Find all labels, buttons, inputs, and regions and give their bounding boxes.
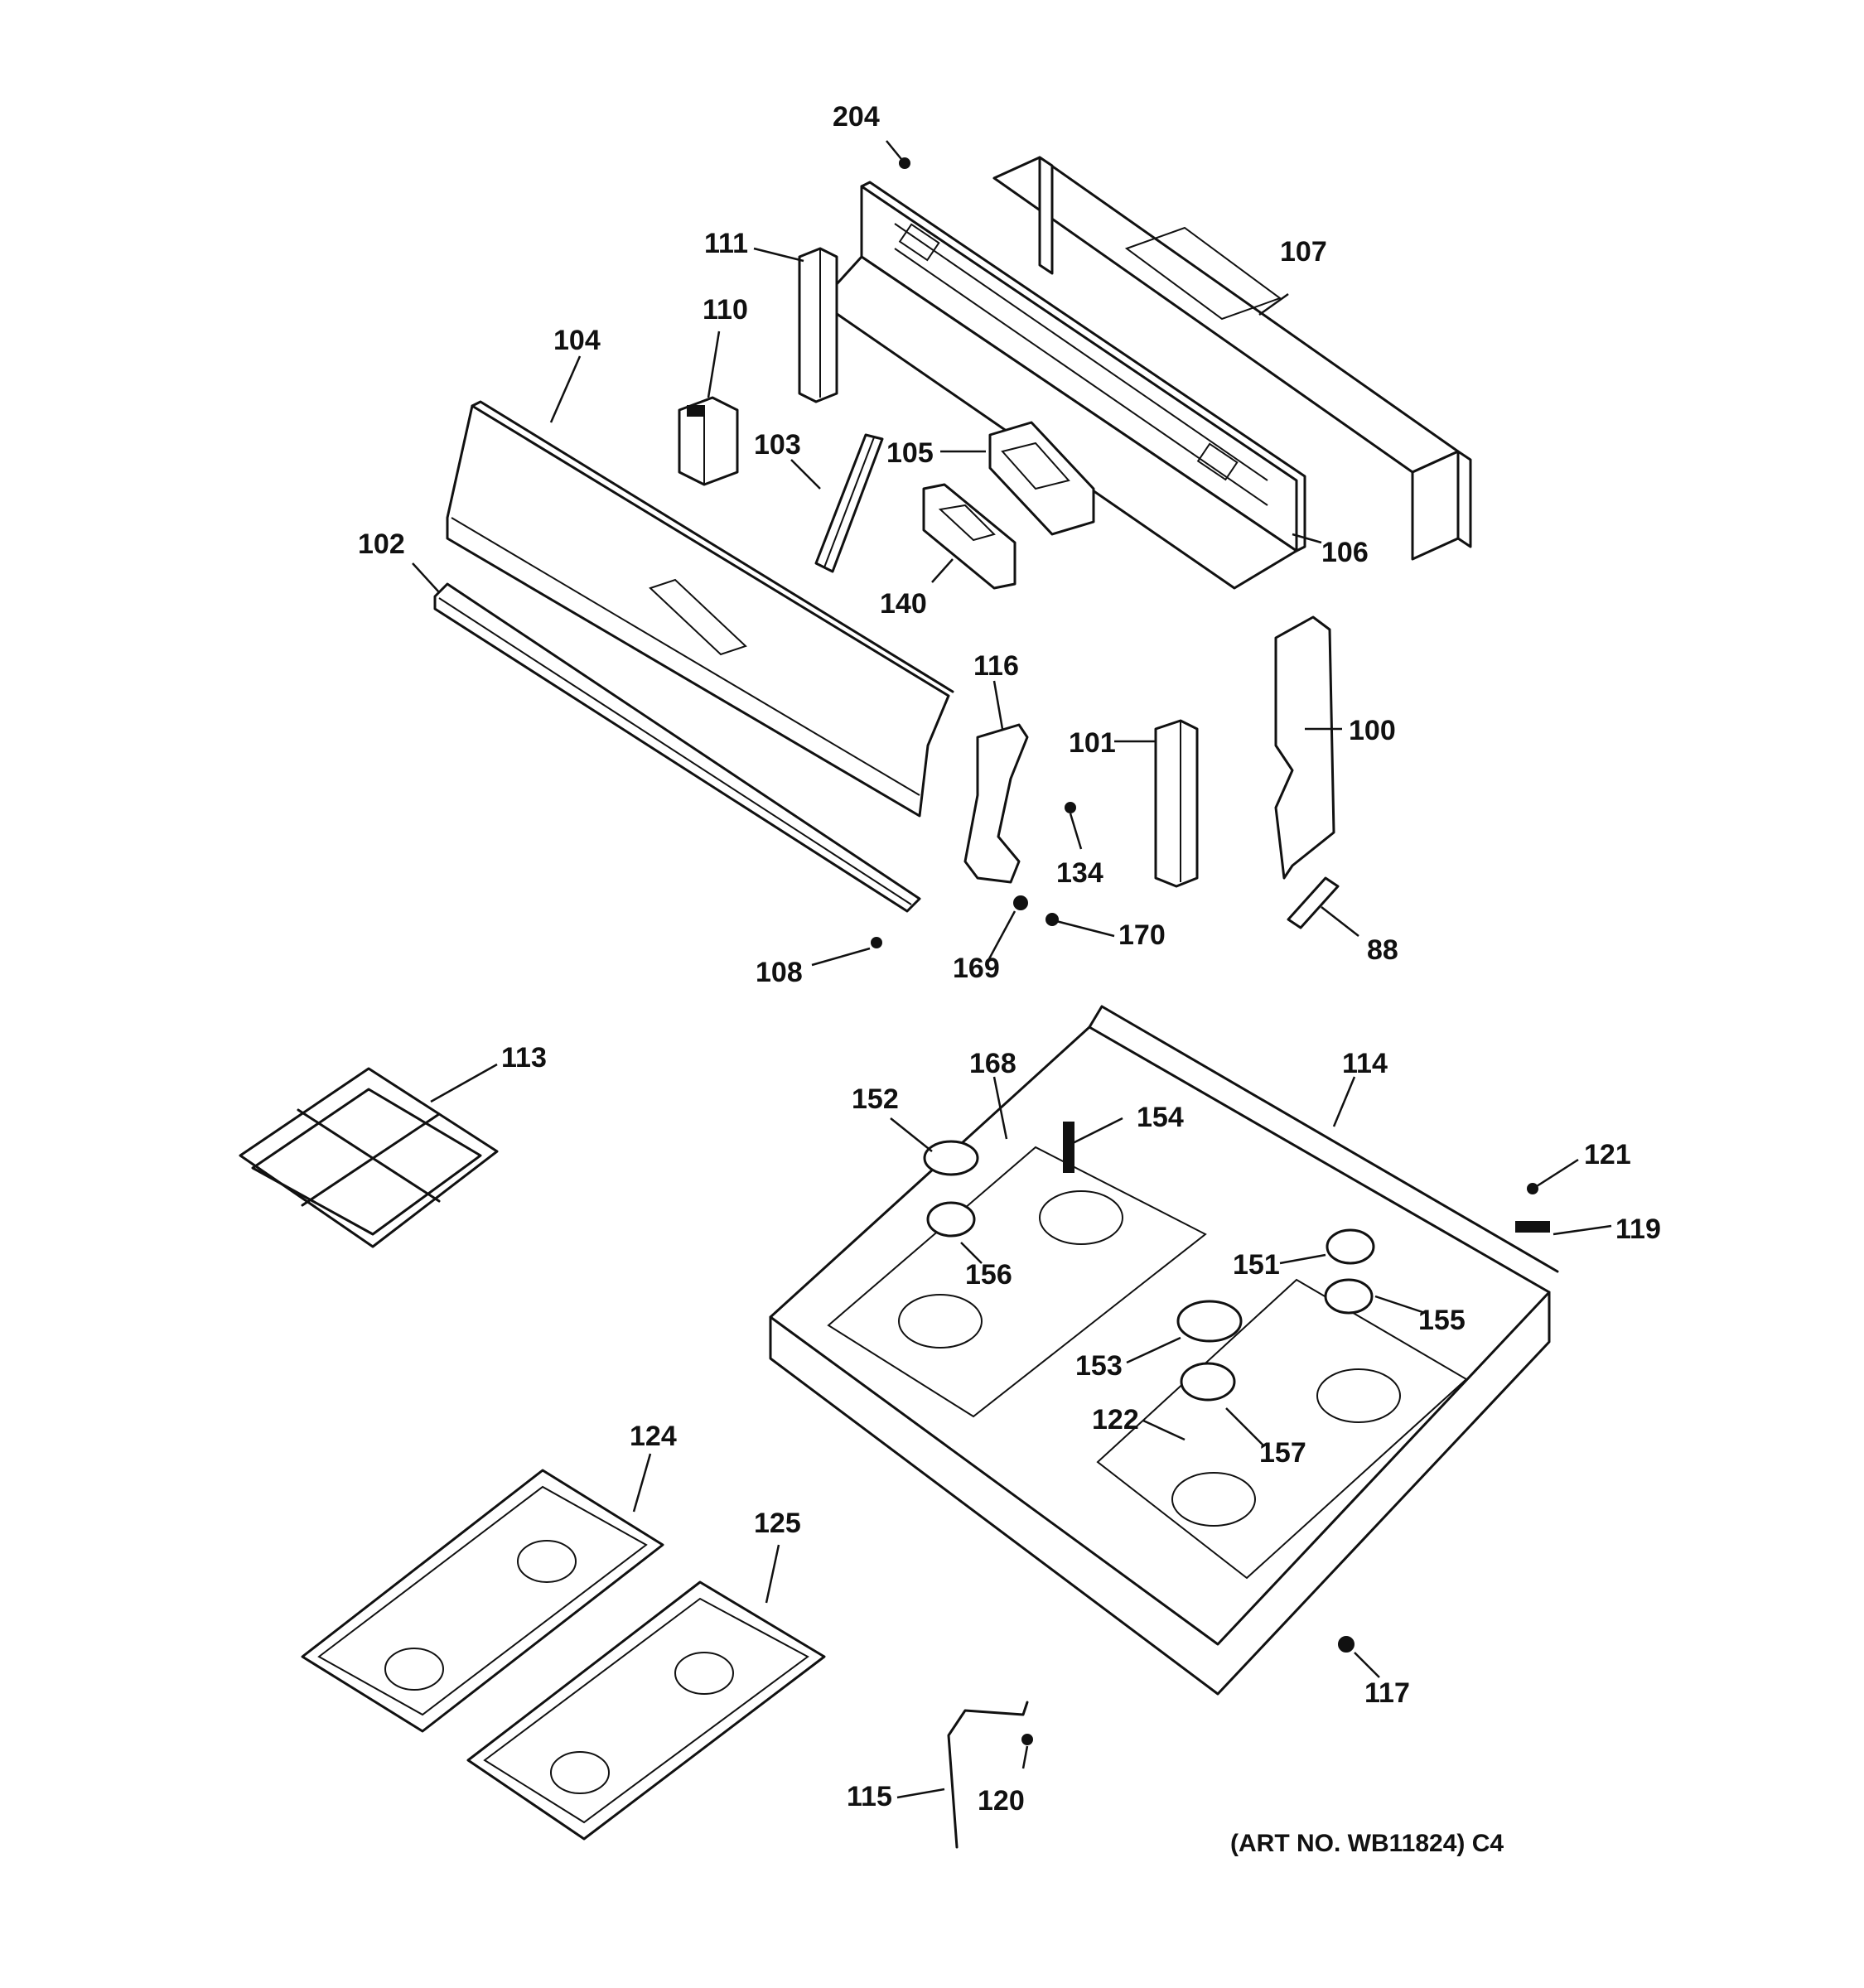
callout-104: 104 <box>553 325 601 356</box>
part-125-drip-pan <box>466 1580 826 1841</box>
part-107-rear-trim <box>992 156 1472 561</box>
callout-169: 169 <box>953 953 1000 984</box>
callout-116: 116 <box>973 650 1019 682</box>
callout-134: 134 <box>1056 857 1103 889</box>
callout-110: 110 <box>703 294 748 326</box>
callout-111: 111 <box>704 228 748 259</box>
part-100-end-cap <box>1274 615 1335 880</box>
callout-117: 117 <box>1364 1677 1410 1709</box>
part-104-control-panel <box>446 400 954 818</box>
callout-103: 103 <box>754 429 801 461</box>
part-102-trim <box>433 582 921 913</box>
callout-121: 121 <box>1584 1139 1631 1170</box>
callout-115: 115 <box>847 1781 892 1812</box>
part-111-bracket <box>798 247 838 403</box>
part-101-bracket <box>1154 719 1199 888</box>
callout-120: 120 <box>978 1785 1025 1817</box>
part-105-control <box>988 421 1095 536</box>
callout-125: 125 <box>754 1508 801 1539</box>
callout-114: 114 <box>1342 1048 1388 1079</box>
callout-156: 156 <box>965 1259 1012 1291</box>
callout-100: 100 <box>1349 715 1396 746</box>
callout-204: 204 <box>833 101 880 133</box>
callout-105: 105 <box>886 437 934 469</box>
art-number: (ART NO. WB11824) C4 <box>1230 1830 1504 1857</box>
part-113-grate <box>239 1067 499 1248</box>
callout-153: 153 <box>1075 1350 1123 1382</box>
callout-108: 108 <box>756 957 803 988</box>
callout-152: 152 <box>852 1083 899 1115</box>
callout-119: 119 <box>1615 1214 1661 1245</box>
part-103-bracket <box>814 433 884 573</box>
callout-labels: 204 107 111 110 104 103 105 106 102 140 … <box>358 101 1661 1857</box>
callout-124: 124 <box>630 1421 677 1452</box>
burner-parts <box>923 1122 1375 1402</box>
callout-101: 101 <box>1069 727 1116 759</box>
callout-155: 155 <box>1418 1305 1466 1336</box>
part-116-end-cap <box>963 723 1029 884</box>
callout-170: 170 <box>1118 919 1166 951</box>
callout-113: 113 <box>501 1042 547 1074</box>
part-140-overlay <box>922 483 1017 590</box>
callout-88: 88 <box>1367 934 1398 966</box>
part-110-switch <box>678 396 739 486</box>
leader-lines <box>412 140 1612 1799</box>
callout-106: 106 <box>1321 537 1369 568</box>
part-115-rod <box>947 1701 1029 1849</box>
part-106-backguard <box>819 181 1306 590</box>
callout-122: 122 <box>1092 1404 1139 1436</box>
callout-157: 157 <box>1259 1437 1306 1469</box>
callout-154: 154 <box>1137 1102 1184 1133</box>
callout-151: 151 <box>1233 1249 1280 1281</box>
callout-102: 102 <box>358 528 405 560</box>
callout-168: 168 <box>969 1048 1017 1079</box>
part-124-drip-pan <box>301 1469 664 1733</box>
callout-107: 107 <box>1280 236 1327 268</box>
part-88-strip <box>1287 876 1340 929</box>
callout-140: 140 <box>880 588 927 620</box>
